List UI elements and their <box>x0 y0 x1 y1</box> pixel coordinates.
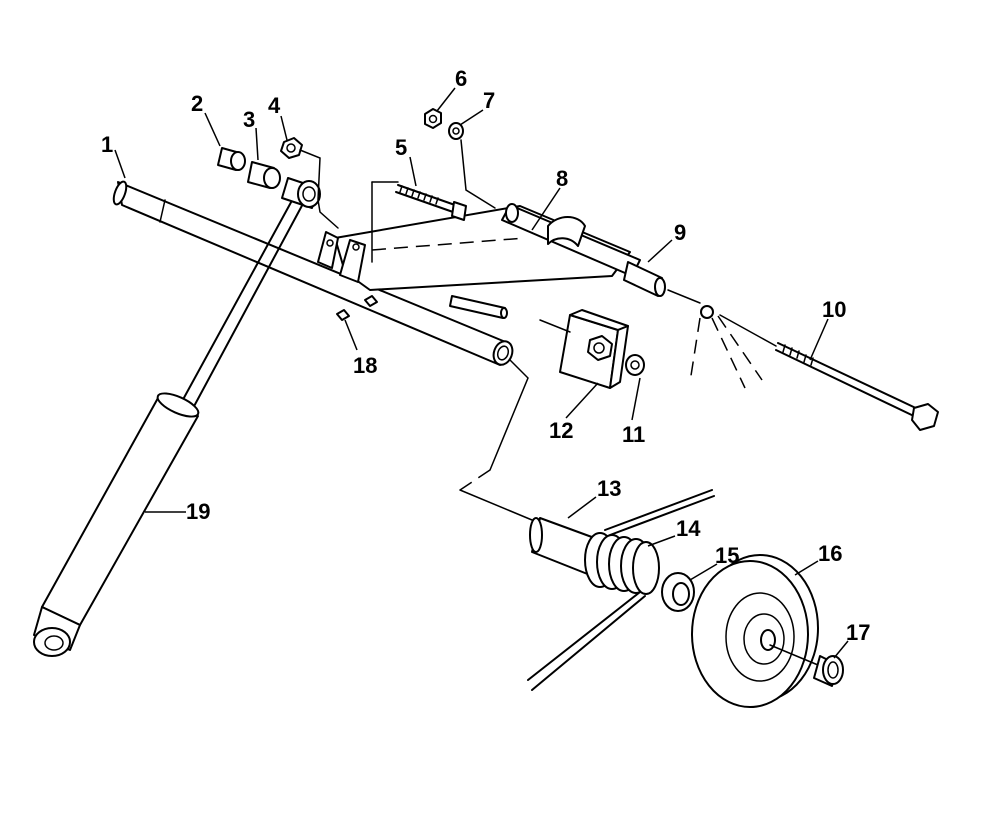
callout-11: 11 <box>622 422 645 447</box>
callout-13: 13 <box>597 476 621 501</box>
callout-leaders <box>114 87 849 659</box>
callout-15: 15 <box>715 543 739 568</box>
callout-1: 1 <box>101 132 113 157</box>
assembly-lines <box>299 139 777 521</box>
callout-2: 2 <box>191 91 203 116</box>
callout-6: 6 <box>455 66 467 91</box>
callout-10: 10 <box>822 297 846 322</box>
part-8-swing-arm <box>317 203 641 319</box>
part-16-idler-wheel <box>691 554 819 708</box>
callout-16: 16 <box>818 541 842 566</box>
callout-5: 5 <box>395 135 407 160</box>
callout-3: 3 <box>243 107 255 132</box>
part-6-nut <box>424 108 442 129</box>
callout-17: 17 <box>846 620 870 645</box>
part-12-mounting-block <box>559 309 629 389</box>
part-10-long-bolt <box>775 342 939 431</box>
part-11-washer <box>625 354 645 376</box>
part-15-washer <box>661 572 695 612</box>
callout-labels: 1 2 3 4 5 6 7 8 9 10 11 12 13 14 15 16 1… <box>101 66 870 645</box>
part-18-grease-fitting <box>336 295 378 321</box>
callout-19: 19 <box>186 499 210 524</box>
part-7-washer <box>448 122 464 140</box>
part-17-bearing <box>813 655 844 687</box>
callout-14: 14 <box>676 516 701 541</box>
part-19-shock-absorber <box>33 177 321 657</box>
callout-7: 7 <box>483 88 495 113</box>
part-13-bushing-tube <box>529 517 601 576</box>
part-5-bolt <box>395 184 467 221</box>
callout-4: 4 <box>268 93 281 118</box>
callout-9: 9 <box>674 220 686 245</box>
callout-18: 18 <box>353 353 377 378</box>
callout-8: 8 <box>556 166 568 191</box>
part-14-torsion-spring <box>527 489 715 691</box>
part-2-bushing <box>217 147 246 171</box>
part-9-pivot-shaft <box>623 261 666 297</box>
part-3-bushing <box>247 161 281 189</box>
part-4-nut <box>280 137 303 159</box>
callout-12: 12 <box>549 418 573 443</box>
